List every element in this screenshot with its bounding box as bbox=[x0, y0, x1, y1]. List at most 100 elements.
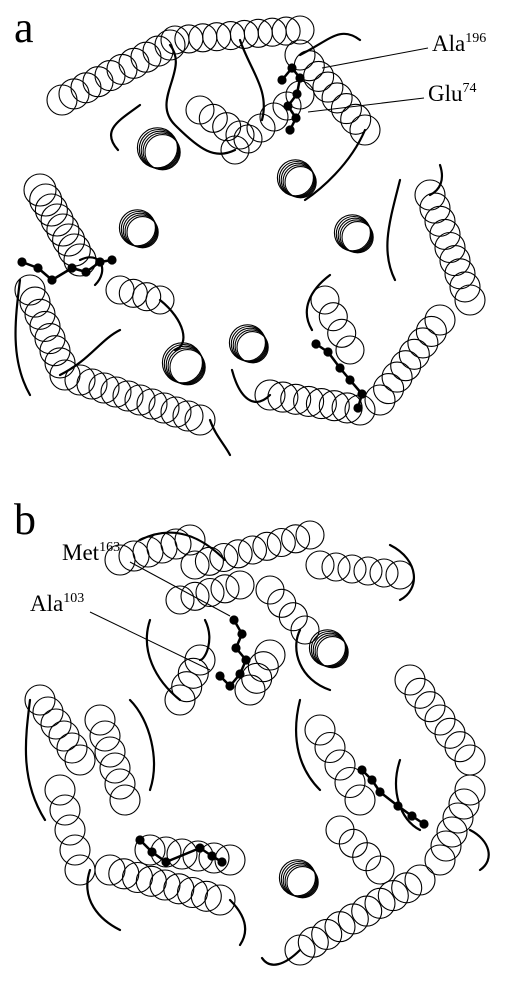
helix-a-right-1 bbox=[415, 180, 485, 315]
helix-b-top-5 bbox=[256, 576, 319, 644]
helix-turn bbox=[317, 637, 348, 668]
helix-a-left-end-2 bbox=[119, 210, 158, 248]
helix-turn bbox=[336, 336, 364, 364]
helix-turn bbox=[395, 665, 425, 695]
atom bbox=[47, 275, 56, 284]
helix-turn bbox=[119, 48, 149, 78]
helix-turn bbox=[338, 555, 366, 583]
helix-a-top-end-1 bbox=[137, 128, 180, 170]
helix-turn bbox=[45, 348, 75, 378]
atom bbox=[241, 655, 250, 664]
atom bbox=[283, 101, 292, 110]
panel-b-letter: b bbox=[14, 498, 36, 542]
helix-a-top-end-2 bbox=[277, 160, 316, 198]
helix-turn bbox=[425, 705, 455, 735]
panel-a-letter: a bbox=[14, 6, 34, 50]
loop-strand bbox=[16, 257, 230, 455]
helix-turn bbox=[24, 174, 56, 206]
helix-turn bbox=[287, 867, 318, 898]
helix-turn bbox=[425, 206, 455, 236]
helix-turn bbox=[325, 750, 355, 780]
helix-turn bbox=[342, 222, 373, 253]
helix-turn bbox=[435, 233, 465, 263]
helix-turn bbox=[341, 104, 371, 134]
helix-turn bbox=[226, 571, 254, 599]
helix-a-left-4 bbox=[106, 276, 174, 314]
helix-turn bbox=[365, 385, 395, 415]
helix-turn bbox=[45, 775, 75, 805]
helix-turn bbox=[90, 721, 120, 751]
helix-turn bbox=[226, 121, 254, 149]
atom bbox=[335, 363, 344, 372]
helix-turn bbox=[100, 753, 130, 783]
helix-a-left-3 bbox=[65, 365, 215, 435]
atom bbox=[95, 257, 104, 266]
helix-turn bbox=[85, 705, 115, 735]
atom bbox=[393, 801, 402, 810]
helix-turn bbox=[47, 85, 77, 115]
helix-b-top-6 bbox=[165, 645, 215, 715]
helix-turn bbox=[455, 285, 485, 315]
helix-turn bbox=[370, 559, 398, 587]
helix-turn bbox=[306, 551, 334, 579]
residues-b-top bbox=[215, 615, 250, 690]
helix-turn bbox=[242, 663, 272, 693]
helix-turn bbox=[83, 67, 113, 97]
helix-turn bbox=[65, 745, 95, 775]
helix-turn bbox=[30, 184, 62, 216]
helix-turn bbox=[95, 737, 125, 767]
atom bbox=[367, 775, 376, 784]
helix-turn bbox=[430, 219, 460, 249]
atom bbox=[17, 257, 26, 266]
label-met163: Met163 bbox=[62, 541, 120, 564]
helix-b-right-1 bbox=[395, 665, 485, 775]
atom bbox=[311, 339, 320, 348]
helix-turn bbox=[110, 785, 140, 815]
helix-turn bbox=[319, 303, 347, 331]
helix-turn bbox=[256, 576, 284, 604]
atom bbox=[81, 267, 90, 276]
helix-turn bbox=[382, 362, 412, 392]
atom bbox=[295, 73, 304, 82]
helix-b-left-1 bbox=[25, 685, 95, 775]
helix-a-right-2 bbox=[365, 305, 455, 415]
helix-turn bbox=[455, 745, 485, 775]
helix-turn bbox=[315, 733, 345, 763]
helix-b-right-2 bbox=[425, 775, 485, 875]
helix-turn bbox=[305, 715, 335, 745]
helix-turn bbox=[248, 652, 278, 682]
atom bbox=[419, 819, 428, 828]
helix-turn bbox=[53, 224, 85, 256]
helix-a-left-end-1 bbox=[162, 343, 205, 385]
helix-turn bbox=[41, 204, 73, 236]
helix-turn bbox=[47, 214, 79, 246]
helix-turn bbox=[328, 319, 356, 347]
helix-a-right-end-1 bbox=[334, 215, 373, 253]
atom bbox=[235, 669, 244, 678]
helix-turn bbox=[60, 835, 90, 865]
helix-turn bbox=[445, 259, 475, 289]
helix-turn bbox=[322, 553, 350, 581]
atom bbox=[195, 843, 204, 852]
atom bbox=[107, 255, 116, 264]
helix-b-left-3 bbox=[45, 775, 95, 885]
helix-turn bbox=[235, 675, 265, 705]
helix-turn bbox=[59, 79, 89, 109]
helix-turn bbox=[354, 557, 382, 585]
helix-turn bbox=[35, 324, 65, 354]
label-ala196: Ala196 bbox=[432, 32, 486, 55]
helix-b-right-3 bbox=[285, 865, 435, 965]
atom bbox=[215, 671, 224, 680]
helix-turn bbox=[40, 336, 70, 366]
helix-turn bbox=[445, 732, 475, 762]
helix-turn bbox=[435, 718, 465, 748]
helix-a-right-4 bbox=[311, 286, 364, 364]
helix-turn bbox=[186, 96, 214, 124]
atom bbox=[357, 389, 366, 398]
helix-a-right-end-2 bbox=[229, 325, 268, 363]
atom bbox=[217, 857, 226, 866]
helix-b-top-end-1 bbox=[309, 630, 348, 668]
loop-strand bbox=[26, 700, 245, 945]
helix-a-top-2 bbox=[161, 16, 314, 54]
helix-turn bbox=[30, 311, 60, 341]
